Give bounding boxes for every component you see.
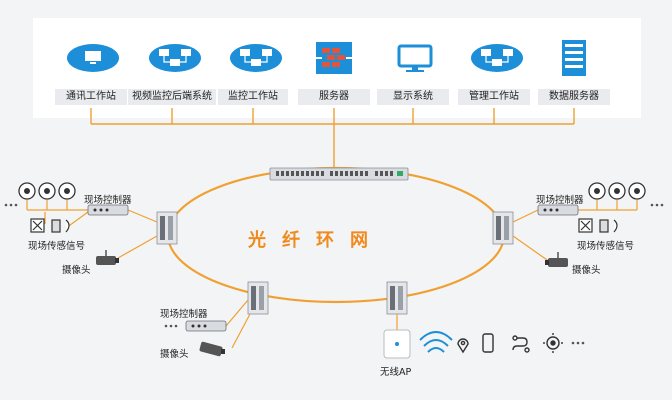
left-camera-label: 摄像头: [62, 265, 91, 276]
bottom-controller-icon: [185, 320, 227, 332]
sensor-node-icon: [543, 333, 563, 353]
cloud-network-icon: [226, 42, 310, 72]
ring-title: 光纤环网: [248, 230, 384, 251]
server-rack-icon: [556, 38, 640, 76]
right-controller-label: 现场控制器: [536, 195, 584, 206]
cloud-computer-icon: [63, 42, 147, 72]
left-sensor-label: 现场传感信号: [28, 241, 86, 252]
ring-switch-bottom-right: [386, 281, 408, 315]
left-controller-icon: [87, 204, 129, 216]
left-camera-icon: [96, 250, 119, 265]
right-sensor-label: 现场传感信号: [577, 241, 635, 252]
bottom-camera-label: 摄像头: [160, 349, 189, 360]
right-dots: [650, 203, 664, 207]
location-pin-icon: [457, 338, 469, 354]
left-controller-label: 现场控制器: [84, 195, 132, 206]
ring-switch-bottom-left: [247, 281, 269, 315]
workstation-label-6: 数据服务器: [538, 89, 610, 105]
cloud-network-icon: [145, 42, 229, 72]
core-switch-icon: [269, 167, 409, 181]
wireless-ap-icon: [383, 329, 411, 359]
right-field-sensors-icon: [578, 218, 618, 233]
ap-label: 无线AP: [380, 367, 412, 378]
left-dots: [4, 203, 18, 207]
right-camera-label: 摄像头: [572, 265, 601, 276]
workstation-label-2: 监控工作站: [218, 89, 288, 105]
monitor-icon: [393, 44, 477, 72]
workstation-label-4: 显示系统: [377, 89, 449, 105]
bottom-controller-label: 现场控制器: [160, 309, 208, 320]
ring-switch-left: [156, 211, 178, 245]
phone-icon: [482, 333, 494, 353]
workstation-label-0: 通讯工作站: [55, 89, 127, 105]
workstation-label-5: 管理工作站: [458, 89, 530, 105]
left-field-sensors-icon: [30, 218, 70, 233]
workstation-label-3: 服务器: [298, 89, 370, 105]
wifi-icon: [419, 331, 453, 353]
bus-lines: [90, 108, 575, 168]
ring-switch-right: [492, 211, 514, 245]
firewall-icon: [310, 40, 394, 74]
right-camera-icon: [545, 252, 568, 267]
bottom-camera-icon: [199, 341, 225, 357]
ap-dots: [571, 341, 585, 345]
workstation-label-1: 视频监控后端系统: [128, 89, 216, 105]
cloud-network-icon: [467, 42, 551, 72]
route-icon: [512, 335, 530, 353]
bottom-dots: [164, 324, 178, 328]
right-controller-icon: [537, 204, 579, 216]
